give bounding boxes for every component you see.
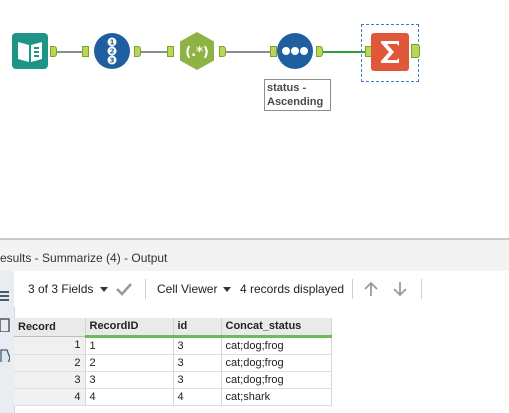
results-title-bar[interactable]: esults - Summarize (4) - Output	[0, 238, 509, 271]
input-anchor[interactable]	[82, 46, 89, 57]
records-count: 4 records displayed	[240, 282, 345, 296]
results-toolbar: 3 of 3 Fields Cell Viewer 4 records disp…	[14, 271, 509, 307]
table-row[interactable]: 4 4 4 cat;shark	[14, 388, 332, 406]
connection-line[interactable]	[141, 51, 167, 53]
connection-line[interactable]	[226, 51, 270, 53]
output-anchor[interactable]	[219, 46, 226, 57]
connection-line[interactable]	[57, 51, 82, 53]
hexagon-icon[interactable]	[0, 348, 10, 362]
results-side-strip	[0, 271, 15, 413]
output-anchor[interactable]	[50, 46, 57, 57]
table-row[interactable]: 1 1 3 cat;dog;frog	[14, 336, 332, 355]
column-header-record[interactable]: Record	[14, 318, 86, 337]
results-table[interactable]: Record RecordID id Concat_status 1 1 3 c…	[14, 318, 332, 406]
square-icon[interactable]	[0, 318, 10, 332]
table-cell[interactable]: 3	[173, 354, 222, 372]
selected-connection-line[interactable]	[323, 51, 365, 53]
table-cell[interactable]: 3	[173, 371, 222, 389]
record-id-tool[interactable]: 1 2 3	[93, 32, 131, 70]
regex-hexagon-icon: (.*)	[180, 32, 214, 70]
workflow-canvas[interactable]: 1 2 3 (.*) status - Ascending	[0, 0, 509, 238]
toolbar-divider	[352, 279, 353, 299]
table-header-row: Record RecordID id Concat_status	[14, 318, 332, 338]
record-number-cell: 2	[14, 354, 86, 372]
list-view-icon[interactable]	[0, 290, 10, 304]
arrow-up-icon[interactable]	[363, 281, 379, 297]
table-cell[interactable]: cat;dog;frog	[221, 336, 332, 355]
input-anchor[interactable]	[270, 46, 277, 57]
checkmark-icon[interactable]	[115, 281, 133, 297]
sort-annotation: status - Ascending	[264, 79, 331, 111]
svg-text:1: 1	[110, 39, 115, 47]
column-header-id[interactable]: id	[173, 318, 222, 338]
table-row[interactable]: 2 2 3 cat;dog;frog	[14, 354, 332, 372]
table-cell[interactable]: 3	[85, 371, 174, 389]
results-title: esults - Summarize (4) - Output	[0, 251, 168, 265]
arrow-down-icon[interactable]	[392, 281, 408, 297]
summarize-tool[interactable]	[371, 33, 409, 71]
table-cell[interactable]: 1	[85, 336, 174, 355]
svg-text:(.*): (.*)	[185, 45, 209, 60]
table-cell[interactable]: cat;dog;frog	[221, 354, 332, 372]
chevron-down-icon[interactable]	[100, 287, 108, 292]
sort-dots-icon	[277, 33, 313, 69]
toolbar-divider	[145, 279, 146, 299]
output-anchor[interactable]	[411, 44, 420, 58]
regex-tool[interactable]: (.*)	[177, 31, 217, 71]
table-row[interactable]: 3 3 3 cat;dog;frog	[14, 371, 332, 389]
record-number-cell: 4	[14, 388, 86, 406]
chevron-down-icon[interactable]	[223, 287, 231, 292]
toolbar-divider	[421, 279, 422, 299]
output-anchor[interactable]	[134, 46, 141, 57]
table-cell[interactable]: 4	[173, 388, 222, 406]
numbered-list-icon: 1 2 3	[94, 33, 130, 69]
cell-viewer-selector[interactable]: Cell Viewer	[157, 282, 218, 296]
fields-selector[interactable]: 3 of 3 Fields	[28, 282, 94, 296]
sort-tool[interactable]	[276, 32, 314, 70]
sigma-icon	[371, 33, 409, 71]
input-data-tool[interactable]	[12, 33, 48, 69]
column-header-concat-status[interactable]: Concat_status	[221, 318, 332, 338]
table-cell[interactable]: 2	[85, 354, 174, 372]
output-anchor[interactable]	[316, 46, 323, 57]
column-header-recordid[interactable]: RecordID	[85, 318, 174, 338]
input-anchor[interactable]	[167, 46, 174, 57]
table-cell[interactable]: cat;dog;frog	[221, 371, 332, 389]
svg-text:2: 2	[110, 48, 115, 56]
table-cell[interactable]: 4	[85, 388, 174, 406]
svg-text:3: 3	[110, 57, 115, 65]
record-number-cell: 1	[14, 336, 86, 355]
record-number-cell: 3	[14, 371, 86, 389]
book-icon	[12, 33, 48, 69]
table-cell[interactable]: cat;shark	[221, 388, 332, 406]
table-cell[interactable]: 3	[173, 336, 222, 355]
results-panel: esults - Summarize (4) - Output 3 of 3 F…	[0, 238, 509, 413]
